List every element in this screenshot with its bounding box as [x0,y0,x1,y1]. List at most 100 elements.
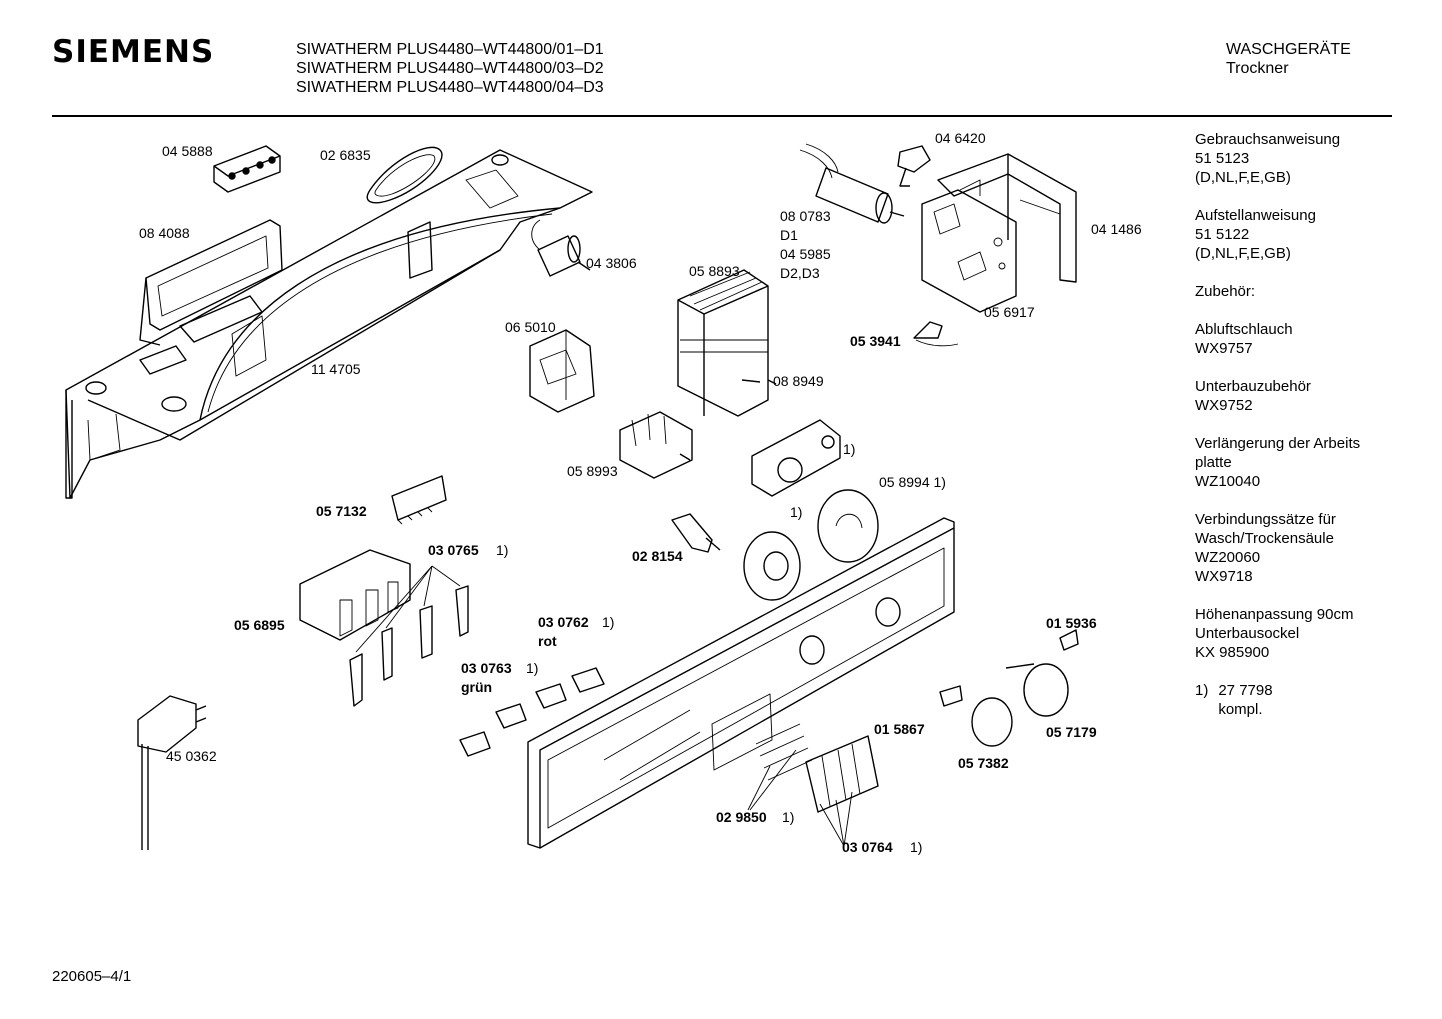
sidebar-line: Aufstellanweisung [1195,207,1316,224]
part-label: 02 9850 [716,809,767,825]
sidebar-group: Aufstellanweisung 51 5122 (D,NL,F,E,GB) [1195,206,1435,263]
sidebar-group: Unterbauzubehör WX9752 [1195,377,1435,415]
sidebar-line: (D,NL,F,E,GB) [1195,169,1291,186]
sidebar-line: WX9718 [1195,568,1253,585]
switch-bracket [529,329,595,413]
contact-springs [349,565,469,707]
part-label: 01 5867 [874,721,925,737]
mains-plug [137,695,207,850]
part-label: 08 0783 [780,208,831,224]
part-label: 05 3941 [850,333,901,349]
connector-block [391,475,447,525]
category: WASCHGERÄTE Trockner [1226,40,1351,78]
sidebar-line: Unterbausockel [1195,625,1300,642]
panel-clips [459,667,605,757]
part-label: grün [461,679,493,695]
pushbutton-set [747,723,879,847]
sidebar-line: 51 5123 [1195,150,1250,167]
sidebar-line: Verlängerung der Arbeits [1195,435,1361,452]
part-label: D1 [780,227,798,243]
part-label: 04 5888 [162,143,213,159]
part-label: 1) [910,839,923,855]
footnote-marker: 1) [1195,682,1209,699]
gasket-ring [366,146,443,204]
sidebar-group: Verlängerung der Arbeits platte WZ10040 [1195,434,1435,491]
model-list: SIWATHERM PLUS4480–WT44800/01–D1 SIWATHE… [296,40,604,97]
sidebar-line: Wasch/Trockensäule [1195,530,1334,547]
part-label: 45 0362 [166,748,217,764]
footnote-line: kompl. [1218,701,1263,718]
part-label: 03 0765 [428,542,479,558]
sidebar-line: 51 5122 [1195,226,1250,243]
sidebar-line: Gebrauchsanweisung [1195,131,1341,148]
front-panel [527,517,955,849]
part-label: 01 5936 [1046,615,1097,631]
model-line: SIWATHERM PLUS4480–WT44800/04–D3 [296,79,604,96]
part-label: 1) [496,542,509,558]
footnote-line: 27 7798 [1218,682,1273,699]
sidebar-line: Zubehör: [1195,283,1256,300]
sidebar-line: WX9757 [1195,340,1253,357]
sidebar-line: (D,NL,F,E,GB) [1195,245,1291,262]
part-label: 03 0762 [538,614,589,630]
sidebar-line: platte [1195,454,1232,471]
part-label: 04 6420 [935,130,986,146]
sidebar-line: Unterbauzubehör [1195,378,1311,395]
part-label: 05 7132 [316,503,367,519]
part-label: 05 6917 [984,304,1035,320]
switch-plate [299,549,411,641]
sidebar-group: Höhenanpassung 90cm Unterbausockel KX 98… [1195,605,1435,662]
footnote: 1) 27 7798 kompl. [1195,681,1435,719]
part-label: 06 5010 [505,319,556,335]
part-label: 08 4088 [139,225,190,241]
part-label: D2,D3 [780,265,820,281]
motor-capacitor [799,143,931,224]
sensor [913,321,959,347]
part-label: 04 3806 [586,255,637,271]
selector-switch [619,411,693,479]
part-label: 05 6895 [234,617,285,633]
part-label: 05 7179 [1046,724,1097,740]
knob-parts [939,629,1079,747]
potentiometer-bracket [751,419,841,497]
part-label: 1) [843,441,856,457]
brand-logo: SIEMENS [52,34,215,70]
sidebar-group: Verbindungssätze für Wasch/Trockensäule … [1195,510,1435,586]
part-label: 05 8893 [689,263,740,279]
panel-frame [65,149,593,499]
accessory-sidebar: Gebrauchsanweisung 51 5123 (D,NL,F,E,GB)… [1195,130,1435,719]
category-subtitle: Trockner [1226,60,1289,77]
part-label: 08 8949 [773,373,824,389]
part-label: 05 7382 [958,755,1009,771]
terminal-block [213,145,281,193]
model-line: SIWATHERM PLUS4480–WT44800/03–D2 [296,60,604,77]
part-label: 04 5985 [780,246,831,262]
footnote-text: 27 7798 kompl. [1218,681,1272,719]
sidebar-group: Abluftschlauch WX9757 [1195,320,1435,358]
part-label: 1) [782,809,795,825]
sidebar-group: Zubehör: [1195,282,1435,301]
sidebar-line: WZ20060 [1195,549,1261,566]
part-label: 04 1486 [1091,221,1142,237]
timer-module [677,269,777,417]
part-label: 1) [790,504,803,520]
category-title: WASCHGERÄTE [1226,41,1351,58]
sidebar-line: Verbindungssätze für [1195,511,1336,528]
sidebar-line: Abluftschlauch [1195,321,1293,338]
header-divider [52,115,1392,117]
document-code: 220605–4/1 [52,968,132,985]
small-capacitor [531,219,591,277]
dial-discs [743,489,879,601]
sidebar-group: Gebrauchsanweisung 51 5123 (D,NL,F,E,GB) [1195,130,1435,187]
part-label: 03 0764 [842,839,893,855]
part-label: 02 8154 [632,548,683,564]
part-label: 05 8994 1) [879,474,946,490]
sidebar-line: WX9752 [1195,397,1253,414]
part-label: 02 6835 [320,147,371,163]
part-label: 05 8993 [567,463,618,479]
sidebar-line: WZ10040 [1195,473,1261,490]
sidebar-line: KX 985900 [1195,644,1270,661]
part-label: rot [538,633,557,649]
part-label: 11 4705 [311,361,361,377]
